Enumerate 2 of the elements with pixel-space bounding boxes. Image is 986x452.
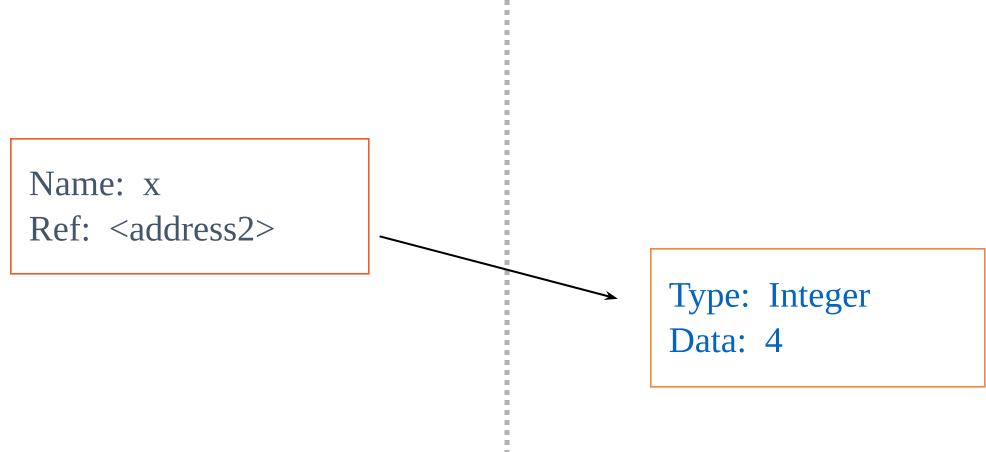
text-box: Name: x Ref: <address2> (10, 138, 370, 275)
text-box: Type: Integer Data: 4 (650, 248, 986, 388)
